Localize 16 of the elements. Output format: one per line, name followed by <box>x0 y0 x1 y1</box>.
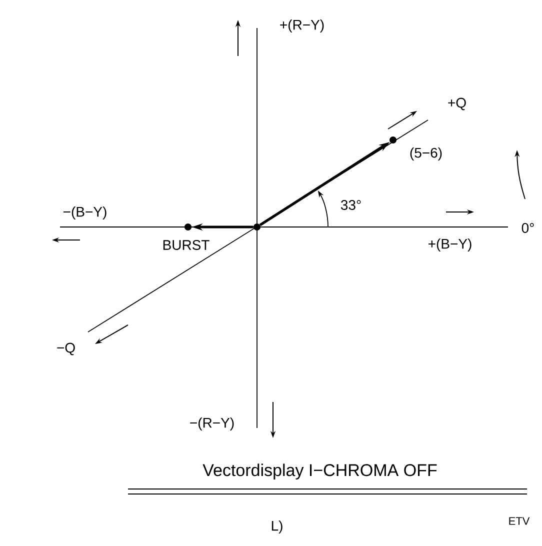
vector-point <box>254 224 260 230</box>
point-label: (5−6) <box>410 147 442 161</box>
axis-label: L) <box>272 520 282 534</box>
axis-label: 0° <box>522 223 534 233</box>
axis-label: −Q <box>57 342 75 356</box>
axis-label: +(B−Y) <box>428 238 472 252</box>
vector-point <box>390 136 396 144</box>
axis-label: 33° <box>340 200 361 210</box>
point-label: BURST <box>163 240 210 250</box>
title: Vectordisplay I−CHROMA OFF <box>202 464 437 480</box>
axis-label: +(R−Y) <box>280 19 324 33</box>
axis-label: −(B−Y) <box>64 206 106 220</box>
vector-point <box>184 224 192 230</box>
axis-label: −(R−Y) <box>190 417 234 431</box>
axis-label: +Q <box>448 98 466 110</box>
axis-label: ETV <box>509 517 530 525</box>
